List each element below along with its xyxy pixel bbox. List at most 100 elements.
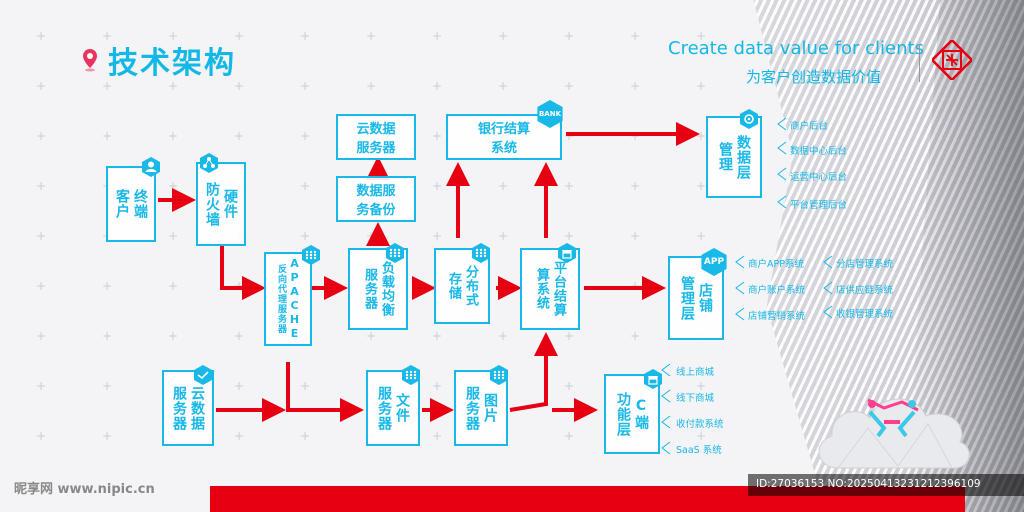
- plus-mark: +: [168, 29, 179, 43]
- node-firewall-col: 防火墙: [204, 181, 220, 227]
- plus-mark: +: [564, 229, 575, 243]
- node-data-mgmt-col: 数据层: [735, 134, 751, 180]
- plus-mark: +: [168, 329, 179, 343]
- grid-dots-icon: [302, 245, 320, 265]
- node-store-management: 店铺 管理层: [668, 256, 724, 340]
- node-cloud-server-col: 云数据: [189, 385, 205, 431]
- page-title: 技术架构: [108, 46, 236, 81]
- node-store-mgmt-col: 管理层: [679, 275, 695, 321]
- plus-mark: +: [696, 79, 707, 93]
- plus-mark: +: [498, 29, 509, 43]
- store-item: 店供应链系统: [836, 285, 894, 296]
- plus-mark: +: [168, 179, 179, 193]
- plus-mark: +: [36, 379, 47, 393]
- watermark-site: 昵享网 www.nipic.cn: [14, 482, 155, 497]
- plus-mark: +: [630, 229, 641, 243]
- node-firewall-col: 硬件: [222, 189, 238, 219]
- node-apache-col: APACHE: [288, 257, 301, 341]
- node-store-mgmt-col: 店铺: [697, 283, 713, 313]
- plus-mark: +: [498, 229, 509, 243]
- cloud-handshake-icon: [818, 398, 970, 469]
- plus-mark: +: [696, 179, 707, 193]
- node-image-server-col: 服务器: [464, 385, 480, 431]
- plus-mark: +: [300, 179, 311, 193]
- node-apache: APACHE 反向代理服务器: [264, 252, 312, 346]
- plus-mark: +: [696, 379, 707, 393]
- plus-mark: +: [234, 329, 245, 343]
- node-file-server-col: 文件: [394, 393, 410, 423]
- node-cloud-data-server: 云数据 服务器: [336, 114, 416, 160]
- plus-mark: +: [696, 129, 707, 143]
- plus-mark: +: [102, 379, 113, 393]
- node-apache-col: 反向代理服务器: [276, 264, 286, 334]
- plus-mark: +: [102, 29, 113, 43]
- plus-mark: +: [432, 379, 443, 393]
- node-platform-settlement: 平台结算 算系统: [520, 248, 580, 330]
- store-item: 商户账户系统: [748, 285, 806, 296]
- plus-mark: +: [564, 429, 575, 443]
- plus-mark: +: [102, 129, 113, 143]
- node-platform-col: 算系统: [534, 268, 549, 310]
- plus-mark: +: [696, 429, 707, 443]
- plus-mark: +: [696, 229, 707, 243]
- watermark-id: ID:27036153 NO:20250413231212396109: [756, 478, 981, 490]
- plus-mark: +: [564, 79, 575, 93]
- slogan-divider: [919, 44, 920, 82]
- plus-mark: +: [300, 129, 311, 143]
- plus-mark: +: [102, 429, 113, 443]
- plus-mark: +: [696, 29, 707, 43]
- plus-mark: +: [36, 179, 47, 193]
- plus-mark: +: [168, 279, 179, 293]
- plus-mark: +: [36, 79, 47, 93]
- store-item: 分店管理系统: [836, 259, 894, 270]
- node-cloud-server-col: 服务器: [171, 385, 187, 431]
- node-client-col: 终端: [132, 189, 148, 219]
- arrow-image-platform: [509, 332, 558, 412]
- plus-mark: +: [36, 329, 47, 343]
- node-data-management: 数据层 管理: [706, 116, 762, 198]
- slogan-english: Create data value for clients: [668, 38, 924, 59]
- plus-mark: +: [630, 79, 641, 93]
- c-end-item: 收付款系统: [676, 419, 724, 430]
- settings-icon: [740, 109, 758, 129]
- plus-mark: +: [234, 79, 245, 93]
- c-end-item: 线下商城: [676, 393, 715, 404]
- node-lb-col: 负载均衡: [379, 261, 394, 317]
- node-lb-col: 服务器: [362, 268, 377, 310]
- plus-mark: +: [432, 329, 443, 343]
- plus-mark: +: [630, 329, 641, 343]
- plus-mark: +: [102, 79, 113, 93]
- plus-mark: +: [36, 429, 47, 443]
- plus-mark: +: [432, 229, 443, 243]
- plus-mark: +: [36, 29, 47, 43]
- node-c-end-col: 功能层: [615, 391, 631, 437]
- plus-mark: +: [498, 79, 509, 93]
- plus-mark: +: [300, 229, 311, 243]
- plus-mark: +: [564, 29, 575, 43]
- plus-mark: +: [432, 29, 443, 43]
- plus-mark: +: [432, 179, 443, 193]
- node-data-mgmt-col: 管理: [717, 142, 733, 172]
- plus-mark: +: [564, 329, 575, 343]
- store-item: 收银管理系统: [836, 309, 894, 320]
- node-dist-col: 存储: [446, 272, 461, 300]
- plus-mark: +: [366, 329, 377, 343]
- plus-mark: +: [564, 179, 575, 193]
- data-item: 平台管理后台: [790, 200, 848, 211]
- node-load-balancer: 负载均衡 服务器: [348, 248, 408, 330]
- plus-mark: +: [300, 429, 311, 443]
- plus-mark: +: [564, 379, 575, 393]
- node-platform-col: 平台结算: [551, 261, 566, 317]
- node-file-server-col: 服务器: [376, 385, 392, 431]
- plus-mark: +: [300, 379, 311, 393]
- plus-mark: +: [234, 429, 245, 443]
- node-cloud-data-line: 服务器: [356, 141, 396, 156]
- plus-mark: +: [168, 79, 179, 93]
- node-bank-line: 系统: [490, 141, 517, 156]
- network-icon: [200, 153, 218, 173]
- plus-mark: +: [234, 29, 245, 43]
- node-image-server-col: 图片: [482, 393, 498, 423]
- brand-seal-icon: [932, 40, 972, 80]
